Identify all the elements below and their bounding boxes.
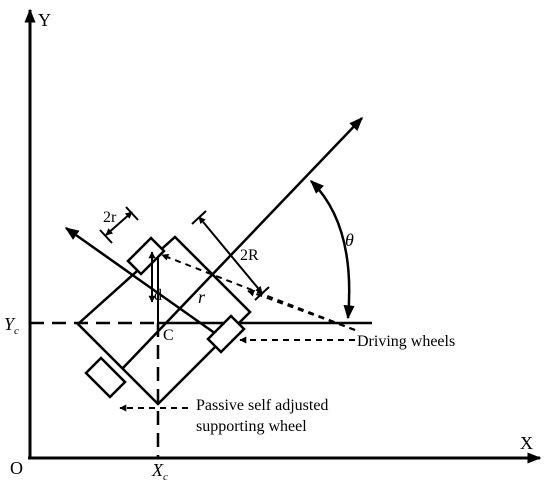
wheel-spacing-label: 2R <box>240 247 259 264</box>
driving-wheel-top <box>126 236 166 276</box>
offset-d-label: d <box>154 287 162 304</box>
driving-pointer-mid <box>247 289 356 331</box>
xc-label: Xc <box>151 460 168 483</box>
driving-wheels-label: Driving wheels <box>357 333 455 350</box>
passive-wheel <box>84 356 127 399</box>
theta-label: θ <box>345 230 354 250</box>
driving-pointer-top <box>161 254 356 331</box>
theta-arc <box>309 180 355 320</box>
yc-label: Yc <box>4 314 19 337</box>
passive-wheel-label-line1: Passive self adjusted <box>196 397 328 414</box>
driving-wheel-bottom <box>206 314 246 354</box>
y-axis-label: Y <box>38 10 51 30</box>
center-c-label: C <box>163 327 174 344</box>
wheel-width-label: 2r <box>103 209 117 226</box>
dim-2r-tick-b <box>125 206 139 221</box>
dim-2r-tick-a <box>99 229 113 244</box>
passive-wheel-label-line2: supporting wheel <box>196 418 307 435</box>
dim-2R-tick-a <box>191 210 207 225</box>
origin-label: O <box>10 458 23 478</box>
x-axis-label: X <box>520 433 533 453</box>
dim-2r-arrow <box>105 211 133 236</box>
radius-r-label: r <box>198 287 206 307</box>
dim-2R-arrow <box>198 216 263 294</box>
robot-lateral-axis <box>64 226 217 336</box>
